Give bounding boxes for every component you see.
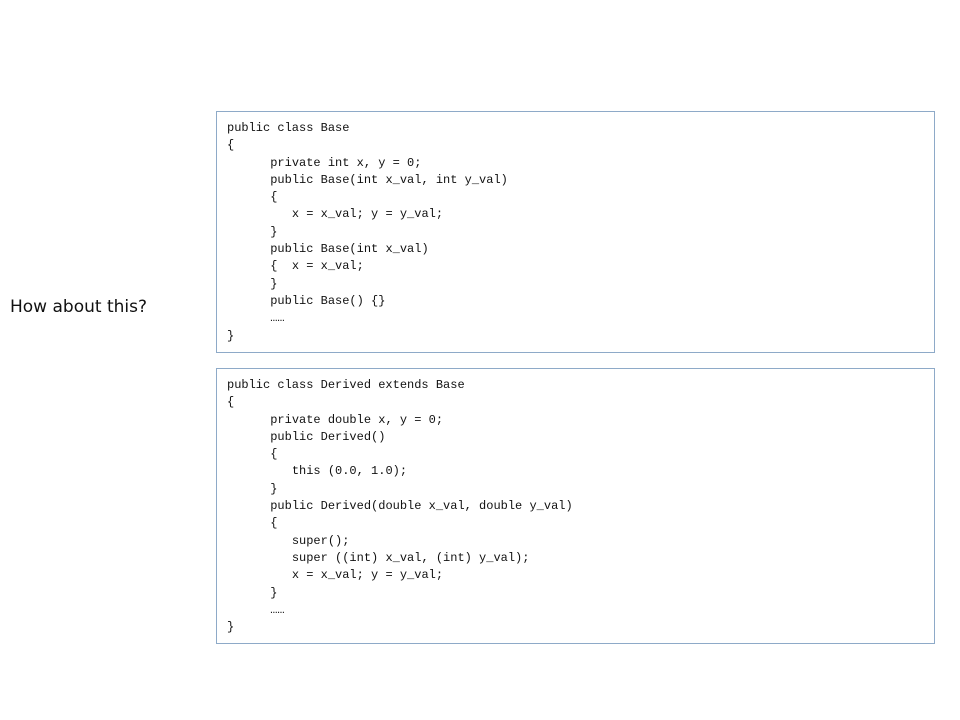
code-line: { x = x_val; — [227, 259, 364, 274]
code-line: public Derived() — [227, 429, 386, 444]
code-line: x = x_val; y = y_val; — [227, 207, 444, 222]
code-line: } — [227, 276, 278, 291]
code-line: } — [227, 481, 278, 496]
code-line: …… — [227, 602, 285, 617]
code-line: super(); — [227, 533, 350, 548]
code-line: } — [227, 585, 278, 600]
derived-class-code-box: public class Derived extends Base { priv… — [216, 368, 935, 644]
base-class-code-box: public class Base { private int x, y = 0… — [216, 111, 935, 353]
code-line: public class Derived extends Base — [227, 378, 465, 392]
code-line: { — [227, 138, 235, 153]
code-line: …… — [227, 311, 285, 326]
code-line: this (0.0, 1.0); — [227, 464, 408, 479]
code-line: private double x, y = 0; — [227, 412, 444, 427]
code-line: super ((int) x_val, (int) y_val); — [227, 550, 530, 565]
question-text: How about this? — [10, 297, 147, 317]
code-line: x = x_val; y = y_val; — [227, 568, 444, 583]
code-line: { — [227, 395, 235, 410]
code-line: } — [227, 224, 278, 239]
code-line: } — [227, 620, 235, 635]
code-line: { — [227, 516, 278, 531]
code-line: public Derived(double x_val, double y_va… — [227, 499, 573, 514]
code-line: public Base() {} — [227, 293, 386, 308]
code-line: } — [227, 328, 235, 343]
code-line: public Base(int x_val) — [227, 242, 429, 257]
code-line: public Base(int x_val, int y_val) — [227, 172, 508, 187]
code-line: public class Base — [227, 121, 350, 135]
code-line: { — [227, 190, 278, 205]
code-line: private int x, y = 0; — [227, 155, 422, 170]
code-line: { — [227, 447, 278, 462]
